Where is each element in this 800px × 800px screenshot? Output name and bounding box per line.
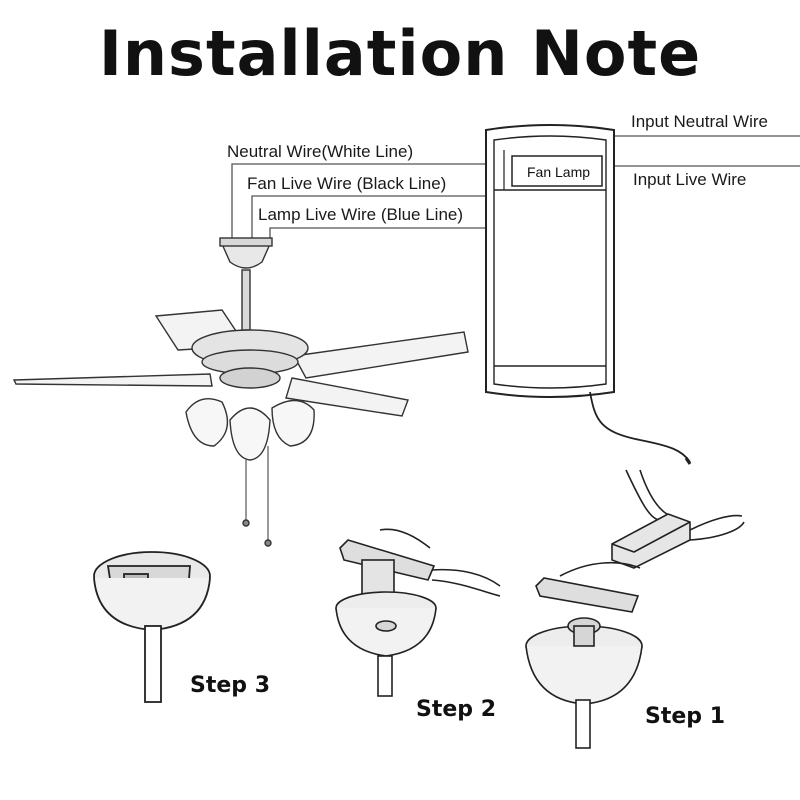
fan-canopy: [220, 243, 272, 269]
canopy-bowl-1: [525, 645, 643, 705]
step-2-illustration: [335, 528, 501, 697]
light-shade-1: [185, 398, 229, 447]
input-neutral-wire-label: Input Neutral Wire: [631, 112, 768, 131]
mounting-bracket-1: [535, 577, 640, 613]
receiver-module: [611, 513, 691, 569]
fan-live-wire-leader: [251, 195, 488, 240]
light-shade-3: [271, 399, 315, 447]
fan-lamp-button-label: Fan Lamp: [527, 164, 590, 180]
fan-live-wire-label: Fan Live Wire (Black Line): [247, 174, 447, 193]
neutral-wire-leader: [231, 163, 488, 240]
lamp-live-wire-label: Lamp Live Wire (Blue Line): [258, 205, 464, 224]
controller-cable: [589, 391, 691, 463]
fan-blade-2: [292, 331, 469, 379]
fan-blade-3: [285, 377, 409, 417]
fan-blade-4: [12, 373, 213, 387]
light-shade-2: [229, 407, 271, 461]
page-title: Installation Note: [98, 17, 702, 90]
fan-lamp-button-panel: [511, 155, 603, 187]
step-2-label: Step 2: [416, 697, 496, 722]
lamp-live-wire-leader: [269, 227, 488, 240]
downrod-3: [144, 625, 162, 703]
step-3-label: Step 3: [190, 673, 270, 698]
wire-leader-lines: [231, 135, 800, 240]
canopy-bowl-2: [335, 607, 437, 657]
canopy-bowl-3: [93, 577, 211, 631]
downrod-2: [377, 655, 393, 697]
ceiling-fan: [12, 237, 469, 547]
fan-downrod: [241, 269, 251, 331]
remote-controller-box: [485, 124, 615, 398]
neutral-wire-label: Neutral Wire(White Line): [227, 142, 414, 161]
input-live-wire-label: Input Live Wire: [633, 170, 747, 189]
downrod-1: [575, 699, 591, 749]
step-1-illustration: [525, 469, 745, 749]
step-3-illustration: [93, 551, 211, 703]
step-1-label: Step 1: [645, 704, 725, 729]
